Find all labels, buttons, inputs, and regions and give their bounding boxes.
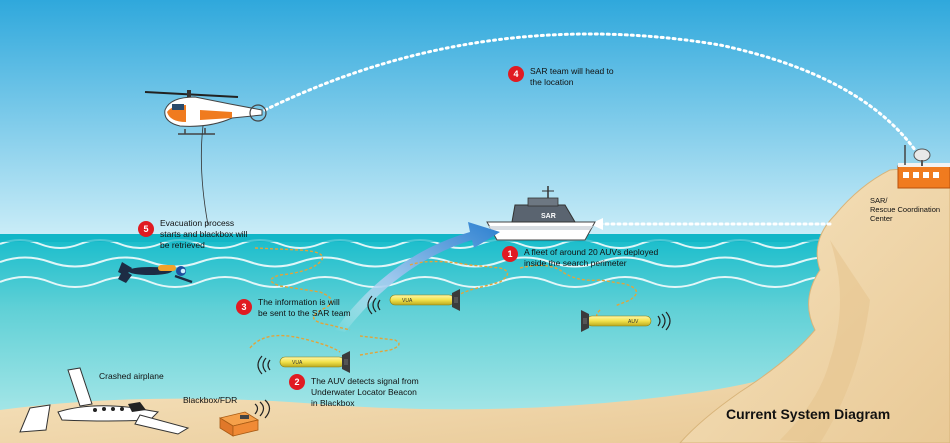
sky-background [0,0,950,240]
step-badge [508,66,524,82]
radar-dish-icon [913,148,931,166]
information-arrow [335,222,500,332]
crashed-airplane-label: Crashed airplane [99,371,164,381]
step-3-text: The information is will be sent to the S… [258,297,351,318]
auv-search-route [249,247,638,356]
airplane-wreck-icon [19,367,190,435]
step-2-number: 2 [294,377,300,387]
step-badge [236,299,252,315]
ship-marking: SAR [541,213,556,220]
step-5-number: 5 [143,224,149,234]
step-1-text: A fleet of around 20 AUVs deployed insid… [524,247,659,268]
step-4-number: 4 [513,69,519,79]
seabed-sand [0,360,820,443]
step-1-number: 1 [507,249,513,259]
auv-3-marking: AUV [628,319,639,325]
coastal-cliff [679,164,950,443]
auv-2-marking: VUA [292,360,303,366]
sar-flight-path [263,32,917,152]
step-badge [289,374,305,390]
rescue-cable [200,125,209,226]
auv-1-marking: VUA [402,298,413,304]
cliff-shading [780,240,870,443]
blackbox-icon [218,411,260,437]
step-badge [138,221,154,237]
diagram-title: Current System Diagram [726,406,891,422]
center-to-ship-arrowhead [590,218,603,230]
blackbox-label: Blackbox/FDR [183,395,238,405]
step-2-text: The AUV detects signal from Underwater L… [311,376,419,408]
ship-icon [486,186,596,241]
step-3-number: 3 [241,302,247,312]
step-5-text: Evacuation process starts and blackbox w… [160,218,248,250]
rescue-center-label: SAR/ Rescue Coordination Center [870,196,941,223]
sonar-wave-icon [254,295,671,419]
rescue-center-building [897,145,950,189]
step-4-text: SAR team will head to the location [530,66,614,87]
helicopter-icon [144,90,267,135]
step-badge [502,246,518,262]
diver-icon [118,262,193,284]
